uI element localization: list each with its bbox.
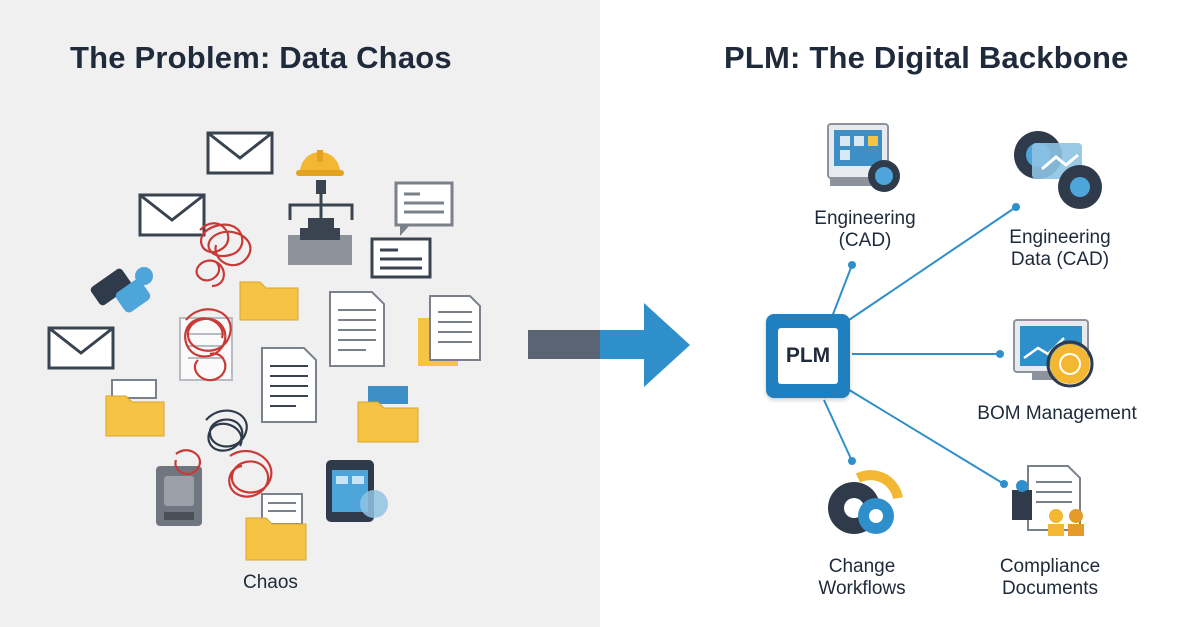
folder-icon <box>105 379 165 437</box>
folder-icon <box>357 386 419 443</box>
node-label-compliance-documents: Compliance Documents <box>999 556 1101 599</box>
document-icon <box>394 181 454 236</box>
tablet-icon <box>326 460 388 522</box>
document-icon <box>418 295 481 366</box>
connector-lines <box>823 203 1020 488</box>
gear-icon[interactable] <box>1008 125 1108 215</box>
bom-monitor-icon[interactable] <box>1008 316 1108 396</box>
plm-hub[interactable]: PLM <box>766 314 850 398</box>
node-label-bom-management: BOM Management <box>977 403 1137 424</box>
compliance-documents-icon[interactable] <box>1004 462 1104 542</box>
document-icon <box>329 291 385 367</box>
plm-hub-inner <box>778 328 838 384</box>
org-chart-icon <box>288 180 354 265</box>
node-label-engineering-data: Engineering Data (CAD) <box>1009 227 1111 270</box>
folder-icon <box>245 493 307 561</box>
envelope-icon <box>47 326 115 370</box>
workflow-gear-icon[interactable] <box>818 466 908 546</box>
tangled-wire-icon <box>174 222 273 498</box>
node-label-change-workflows: Change Workflows <box>818 556 906 599</box>
document-icon <box>370 237 432 279</box>
solution-title: PLM: The Digital Backbone <box>724 40 1129 75</box>
chaos-label: Chaos <box>243 572 298 593</box>
monitor-icon[interactable] <box>822 120 902 200</box>
problem-title: The Problem: Data Chaos <box>70 40 452 75</box>
plm-hub-label: PLM <box>785 344 831 367</box>
node-label-engineering-cad: Engineering (CAD) <box>814 208 916 251</box>
envelope-icon <box>138 193 206 237</box>
solution-panel <box>600 0 1198 627</box>
chaos-cluster <box>47 131 481 561</box>
arrow-icon <box>528 303 690 387</box>
document-icon <box>261 347 317 423</box>
hard-drive-icon <box>156 466 202 526</box>
tangled-wire-icon <box>205 409 248 452</box>
envelope-icon <box>206 131 274 175</box>
folder-icon <box>239 281 299 321</box>
hard-hat-icon <box>296 150 344 176</box>
tool-icon <box>90 267 153 313</box>
